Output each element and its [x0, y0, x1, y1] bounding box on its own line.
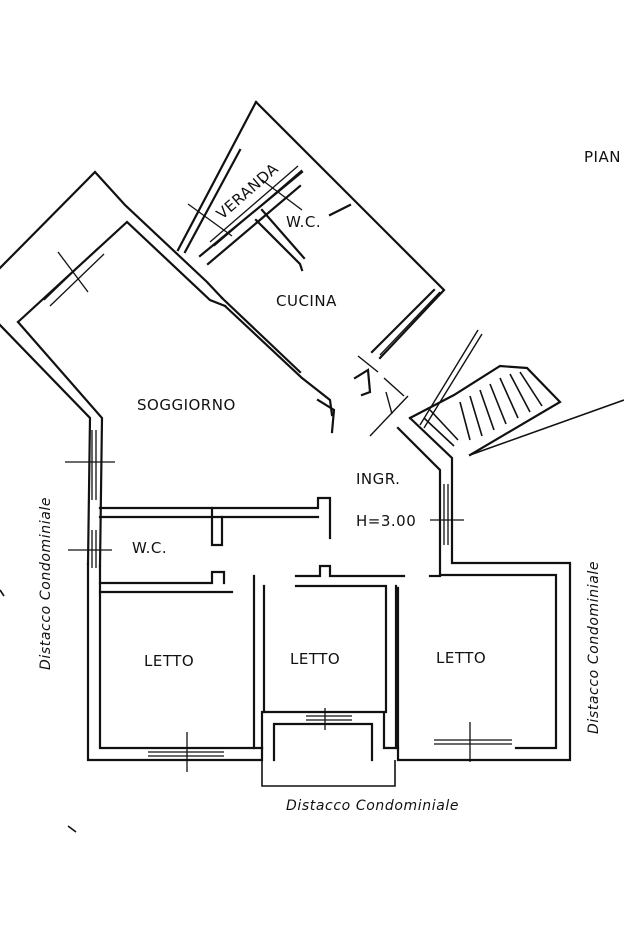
wc-lower-label: W.C.	[132, 539, 167, 557]
ingresso-label: INGR.	[356, 470, 400, 488]
cucina-label: CUCINA	[276, 292, 337, 310]
staircase	[423, 371, 624, 456]
letto-right-label: LETTO	[436, 649, 486, 667]
doors	[357, 329, 483, 437]
veranda-label: VERANDA	[213, 159, 282, 223]
misc-marks	[0, 589, 77, 833]
letto-center-label: LETTO	[290, 650, 340, 668]
bottom-boundary-label: Distacco Condominiale	[286, 798, 459, 814]
wc-upper-label: W.C.	[286, 213, 321, 231]
windows	[43, 165, 512, 772]
left-boundary-label: Distacco Condominiale	[38, 497, 54, 670]
interior-walls	[98, 170, 442, 750]
soggiorno-label: SOGGIORNO	[137, 396, 236, 414]
right-boundary-label: Distacco Condominiale	[586, 561, 602, 734]
height-note: H=3.00	[356, 512, 416, 530]
plan-corner-text: PIAN	[584, 148, 621, 166]
letto-left-label: LETTO	[144, 652, 194, 670]
outer-walls	[0, 100, 572, 787]
